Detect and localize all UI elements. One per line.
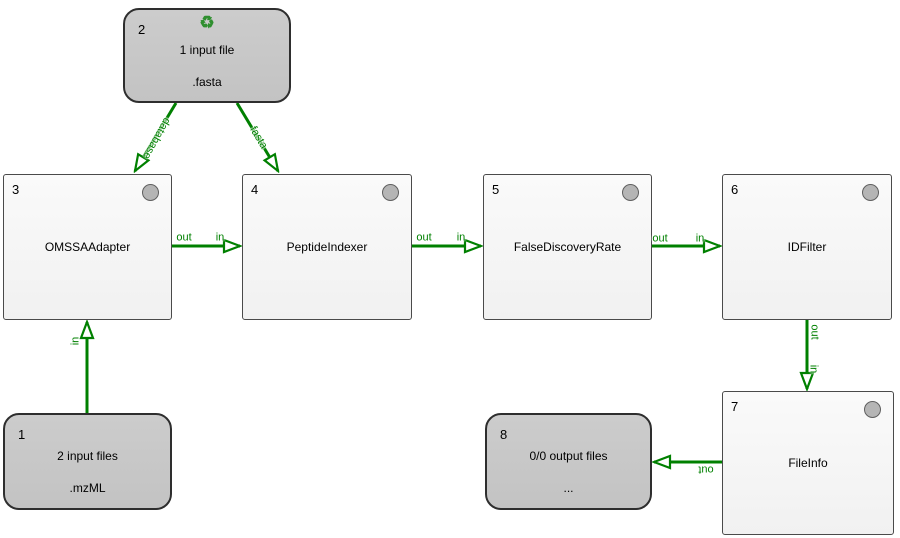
node-number: 6 [731,182,739,197]
node-title: FalseDiscoveryRate [513,240,622,254]
status-light-icon [862,184,879,201]
edge-label-out: out [698,463,714,476]
node-false-discovery-rate[interactable]: 5 FalseDiscoveryRate [483,174,652,320]
edge-label-out: out [416,231,432,244]
node-peptide-indexer[interactable]: 4 PeptideIndexer [242,174,412,320]
node-subtitle: .mzML [69,481,106,496]
node-file-info[interactable]: 7 FileInfo [722,391,894,535]
node-number: 2 [138,22,146,37]
node-number: 7 [731,399,739,414]
node-subtitle: ... [563,481,574,496]
node-title: 2 input files [57,448,118,463]
node-title: 1 input file [179,43,235,58]
edge-fasta-to-peptideindexer[interactable] [235,102,278,171]
status-light-icon [622,184,639,201]
node-title: FileInfo [788,456,828,470]
edge-label-in: in [215,231,225,244]
edge-fasta-to-omssa[interactable] [135,102,178,171]
node-title: 0/0 output files [529,448,608,463]
status-light-icon [864,401,881,418]
edge-label-out: out [652,232,668,245]
edge-label-in: in [456,231,466,244]
node-title: PeptideIndexer [286,240,368,254]
node-subtitle: .fasta [192,74,222,89]
edge-label-out: out [176,231,192,244]
node-number: 4 [251,182,259,197]
edge-label-in: in [69,336,82,346]
edge-label-in: in [695,232,705,245]
node-number: 8 [500,427,508,442]
node-number: 5 [492,182,500,197]
status-light-icon [382,184,399,201]
edge-label-in: in [807,364,820,374]
node-input-mzml[interactable]: 1 2 input files .mzML [3,413,172,510]
status-light-icon [142,184,159,201]
node-output-files[interactable]: 8 0/0 output files ... [485,413,652,510]
node-input-fasta[interactable]: 2 ♻ 1 input file .fasta [123,8,291,103]
node-omssa-adapter[interactable]: 3 OMSSAAdapter [3,174,172,320]
node-title: OMSSAAdapter [44,240,131,254]
node-id-filter[interactable]: 6 IDFilter [722,174,892,320]
node-number: 3 [12,182,20,197]
edge-label-out: out [808,324,821,340]
recycle-icon: ♻ [199,13,215,32]
node-title: IDFilter [787,240,827,254]
node-number: 1 [18,427,26,442]
